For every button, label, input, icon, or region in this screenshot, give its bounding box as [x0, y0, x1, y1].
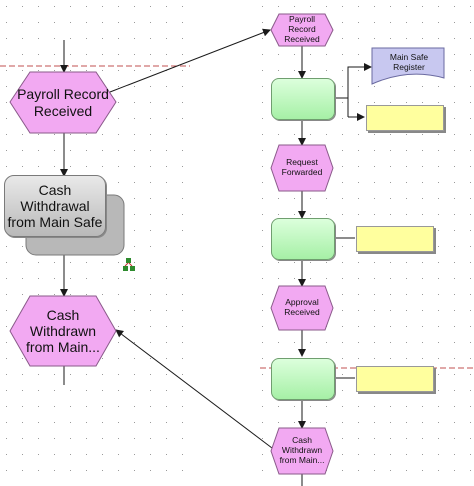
process-path-icon	[123, 258, 135, 271]
event-cash-withdrawn-left[interactable]: Cash Withdrawn from Main...	[26, 306, 100, 356]
event-request-forwarded[interactable]: Request Forwarded	[281, 157, 323, 177]
function-green-2[interactable]	[271, 218, 335, 260]
event-shape-withdrawn-right	[270, 427, 334, 475]
function-green-3[interactable]	[271, 358, 335, 400]
information-object-1[interactable]	[366, 105, 444, 131]
information-object-2[interactable]	[356, 226, 434, 252]
document-shape	[371, 47, 445, 85]
event-payroll-received-right[interactable]: Payroll Record Received	[284, 14, 320, 44]
event-shape-payroll-right	[270, 13, 334, 47]
function-cash-withdrawal[interactable]: Cash Withdrawal from Main Safe	[4, 175, 106, 237]
information-object-3[interactable]	[356, 366, 434, 392]
event-shape-withdrawn-left	[9, 295, 117, 367]
event-shape-payroll-left	[9, 71, 117, 134]
event-payroll-received-left[interactable]: Payroll Record Received	[17, 86, 109, 119]
event-cash-withdrawn-right[interactable]: Cash Withdrawn from Main...	[279, 435, 325, 465]
document-main-safe-register[interactable]: Main Safe Register	[389, 52, 429, 72]
function-green-1[interactable]	[271, 78, 335, 120]
event-shape-approval	[270, 285, 334, 331]
event-approval-received[interactable]: Approval Received	[284, 297, 320, 317]
event-shape-request	[270, 144, 334, 192]
connectors	[60, 28, 372, 486]
